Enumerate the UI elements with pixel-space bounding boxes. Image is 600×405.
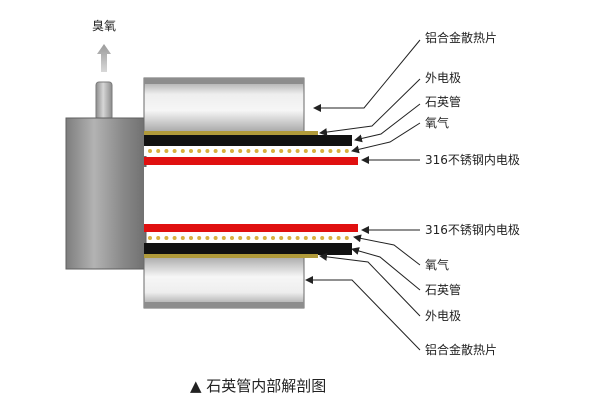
plasma-dot: [164, 236, 169, 240]
ozone-label: 臭氧: [92, 18, 116, 33]
plasma-dots-top: [148, 149, 349, 153]
ozone-arrow-icon: [97, 44, 111, 72]
plasma-dot: [328, 149, 333, 153]
label-inner-top: 316不锈钢内电极: [425, 153, 520, 167]
plasma-dot: [205, 236, 210, 240]
plasma-dot: [312, 236, 316, 240]
plasma-dot: [336, 149, 341, 153]
label-oxygen-bottom: 氧气: [425, 257, 449, 272]
leaders-top: [313, 39, 421, 164]
outlet-pipe: [95, 81, 113, 121]
heatsink-bottom-lip: [144, 302, 304, 308]
leader-heatsink-top: [313, 39, 421, 112]
plasma-dot: [221, 149, 226, 153]
diagram-title: ▲ 石英管内部解剖图: [190, 377, 326, 395]
plasma-dot: [164, 149, 169, 153]
plasma-dot: [279, 149, 284, 153]
plasma-dot: [156, 236, 161, 240]
heatsink-bottom: [143, 255, 305, 309]
plasma-dot: [172, 149, 177, 153]
plasma-dot: [180, 236, 185, 240]
plasma-dot: [230, 236, 234, 240]
plasma-dot: [344, 149, 349, 153]
plasma-dot: [156, 149, 161, 153]
leader-outer-bottom: [319, 252, 421, 317]
plasma-dot: [320, 149, 325, 153]
leader-oxygen-top: [351, 122, 421, 154]
heatsink-top-lip: [144, 78, 304, 84]
plasma-dot: [271, 236, 275, 240]
quartz-tube-bottom: [144, 254, 318, 258]
plasma-dot: [303, 236, 308, 240]
label-heatsink-bottom: 铝合金散热片: [425, 342, 497, 357]
label-heatsink-top: 铝合金散热片: [425, 30, 497, 45]
inner-electrode-bottom: [144, 224, 358, 232]
plasma-dot: [262, 236, 267, 240]
bottom-wall: [144, 224, 358, 258]
plasma-dot: [246, 149, 251, 153]
plasma-dot: [312, 149, 316, 153]
plasma-dot: [295, 236, 300, 240]
label-outer-bottom: 外电极: [425, 309, 461, 323]
plasma-dot: [172, 236, 177, 240]
plasma-dot: [287, 149, 292, 153]
outer-electrode-top: [144, 135, 352, 146]
label-inner-bottom: 316不锈钢内电极: [425, 223, 520, 237]
outer-electrode-bottom: [144, 243, 352, 255]
plasma-dot: [189, 236, 193, 240]
plasma-dot: [238, 236, 243, 240]
leaders-bottom: [305, 226, 421, 351]
label-quartz-top: 石英管: [425, 94, 461, 109]
plasma-dot: [148, 236, 152, 240]
leader-quartz-bottom: [351, 247, 421, 291]
plasma-dot: [205, 149, 210, 153]
plasma-dot: [148, 149, 152, 153]
plasma-dot: [254, 236, 259, 240]
leader-quartz-top: [354, 103, 421, 143]
plasma-dot: [303, 149, 308, 153]
inner-gap: [144, 167, 356, 225]
plasma-dot: [246, 236, 251, 240]
plasma-dot: [336, 236, 341, 240]
leader-outer-top: [319, 78, 421, 137]
plasma-dot: [180, 149, 185, 153]
plasma-dot: [287, 236, 292, 240]
labels-bottom: 316不锈钢内电极 氧气 石英管 外电极 铝合金散热片: [425, 223, 520, 357]
quartz-tube-top: [144, 131, 318, 135]
plasma-dot: [213, 236, 218, 240]
plasma-dot: [197, 236, 202, 240]
leader-oxygen-bottom: [353, 234, 421, 266]
label-quartz-bottom: 石英管: [425, 282, 461, 297]
end-cap: [65, 117, 147, 270]
plasma-dot: [344, 236, 349, 240]
plasma-dot: [221, 236, 226, 240]
plasma-dots-bottom: [148, 236, 349, 240]
leader-heatsink-bottom: [305, 276, 421, 351]
heatsink-top: [143, 77, 305, 133]
plasma-dot: [279, 236, 284, 240]
top-wall: [144, 131, 358, 165]
label-oxygen-top: 氧气: [425, 115, 449, 130]
plasma-dot: [189, 149, 193, 153]
plasma-dot: [213, 149, 218, 153]
inner-electrode-top: [144, 157, 358, 165]
plasma-dot: [320, 236, 325, 240]
label-outer-top: 外电极: [425, 71, 461, 85]
plasma-dot: [238, 149, 243, 153]
plasma-dot: [271, 149, 275, 153]
plasma-dot: [197, 149, 202, 153]
plasma-dot: [295, 149, 300, 153]
plasma-dot: [262, 149, 267, 153]
plasma-dot: [254, 149, 259, 153]
plasma-dot: [230, 149, 234, 153]
plasma-dot: [328, 236, 333, 240]
ozone-outlet: 臭氧: [92, 18, 116, 121]
labels-top: 铝合金散热片 外电极 石英管 氧气 316不锈钢内电极: [425, 30, 520, 167]
